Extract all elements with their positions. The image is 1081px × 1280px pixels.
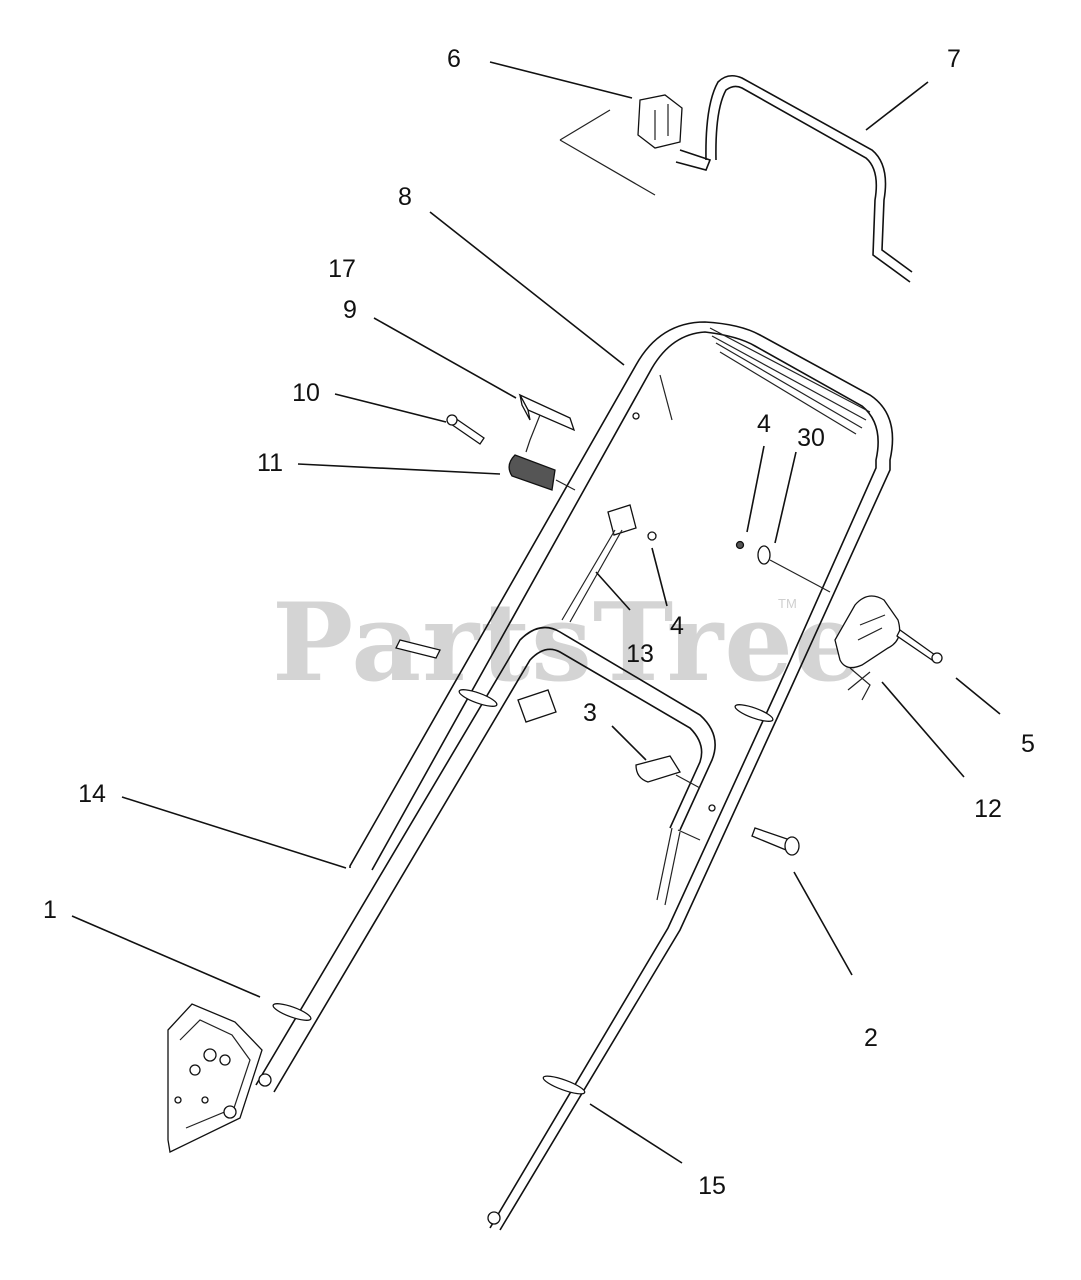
rope-guide-part-11 [508,454,576,491]
callout-6: 6 [447,45,461,73]
callout-1: 1 [43,896,57,924]
bolt-part-10 [446,414,485,445]
callout-10: 10 [292,379,320,407]
screw-part-5 [896,629,943,664]
starter-handle-part-9 [518,393,576,453]
callout-14: 14 [78,780,106,808]
cable-part-13 [561,374,673,623]
bail-bar [675,74,913,283]
lower-handle [255,626,716,1093]
callout-17: 30 [797,424,825,452]
clip-part-3 [635,755,701,789]
mounting-plate-part-1 [167,1003,263,1153]
bracket-part-6 [559,94,683,196]
leader-lines [71,61,1001,1164]
callout-30: 15 [698,1172,726,1200]
callout-9: 9 [343,296,357,324]
callout-2: 2 [864,1024,878,1052]
callout-4-upper: 4 [757,410,771,438]
callout-7: 7 [947,45,961,73]
callout-12: 12 [974,795,1002,823]
callout-15: 17 [328,255,356,283]
callout-labels: 6 7 8 17 9 10 11 4 30 4 13 3 5 12 14 1 2… [43,45,1035,1200]
clamp-rings [258,689,774,1225]
bolt-part-2 [708,804,800,856]
callout-3: 3 [583,699,597,727]
hardware-4-17 [735,540,831,593]
cable-mount-part-12 [834,595,901,701]
callout-8: 8 [398,183,412,211]
watermark: PartsTree TM [272,580,864,706]
callout-4-lower: 4 [670,612,684,640]
watermark-text: PartsTree [272,580,864,706]
callout-5: 5 [1021,730,1035,758]
upper-handle [349,321,894,1231]
callout-13: 13 [626,640,654,668]
callout-11: 11 [257,449,283,477]
knob [395,639,557,723]
watermark-trademark: TM [778,596,797,611]
